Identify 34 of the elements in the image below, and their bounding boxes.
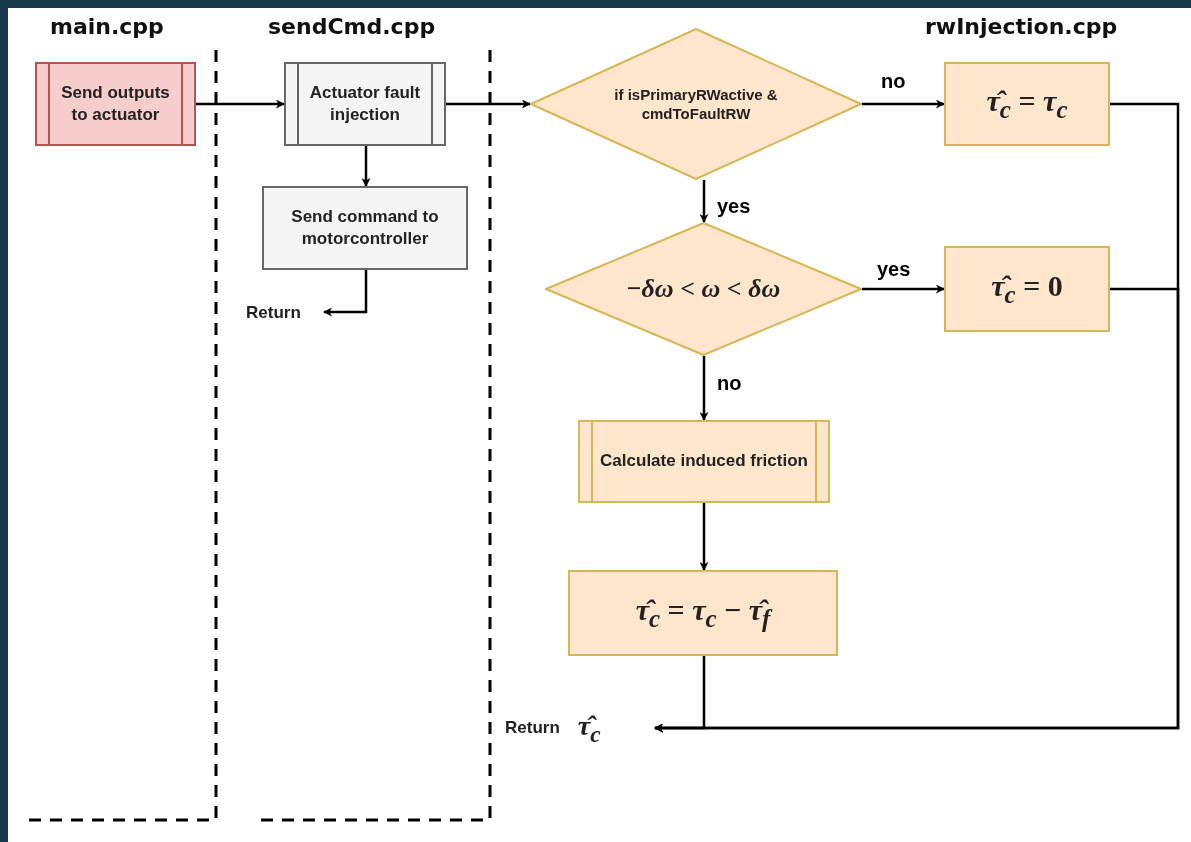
subprocess-box — [284, 62, 446, 146]
arrow — [361, 146, 371, 187]
arrow — [654, 287, 1180, 733]
return-label: Return — [505, 716, 560, 739]
arrow — [196, 99, 285, 109]
node-text: Calculate induced friction — [600, 450, 808, 473]
equation-text: τ̂$_{c}$ = τ$_{c}$ — [986, 83, 1068, 126]
arrow — [699, 180, 709, 223]
arrow — [323, 270, 368, 317]
subprocess-box — [35, 62, 196, 146]
arrow — [446, 99, 531, 109]
file-heading: sendCmd.cpp — [268, 14, 436, 39]
node-text: Send outputs to actuator — [60, 81, 171, 126]
process-box — [944, 62, 1110, 146]
return-label: Return — [246, 301, 301, 324]
equation-text: −δω < ω < δω — [626, 273, 781, 306]
process-box — [568, 570, 838, 656]
node-text: Actuator fault injection — [308, 81, 422, 126]
arrow — [862, 284, 945, 294]
decision-diamond — [530, 28, 862, 180]
decision-diamond — [545, 222, 862, 356]
file-heading: main.cpp — [50, 14, 164, 39]
process-box — [262, 186, 468, 270]
equation-text: τ̂$_{c}$ = 0 — [991, 268, 1063, 311]
arrow — [862, 99, 945, 109]
file-heading: rwInjection.cpp — [925, 14, 1118, 39]
equation-text: τ̂$_{c}$ = τ$_{c}$ − τ̂$_{f}$ — [635, 592, 771, 635]
arrow — [699, 356, 709, 421]
math-symbol: τ̂$_{c}$ — [577, 708, 601, 749]
node-text: Send command to motorcontroller — [290, 205, 440, 250]
arrow — [699, 503, 709, 571]
process-box — [944, 246, 1110, 332]
subprocess-box — [578, 420, 830, 503]
node-text: if isPrimaryRWactive & cmdToFaultRW — [613, 84, 779, 124]
